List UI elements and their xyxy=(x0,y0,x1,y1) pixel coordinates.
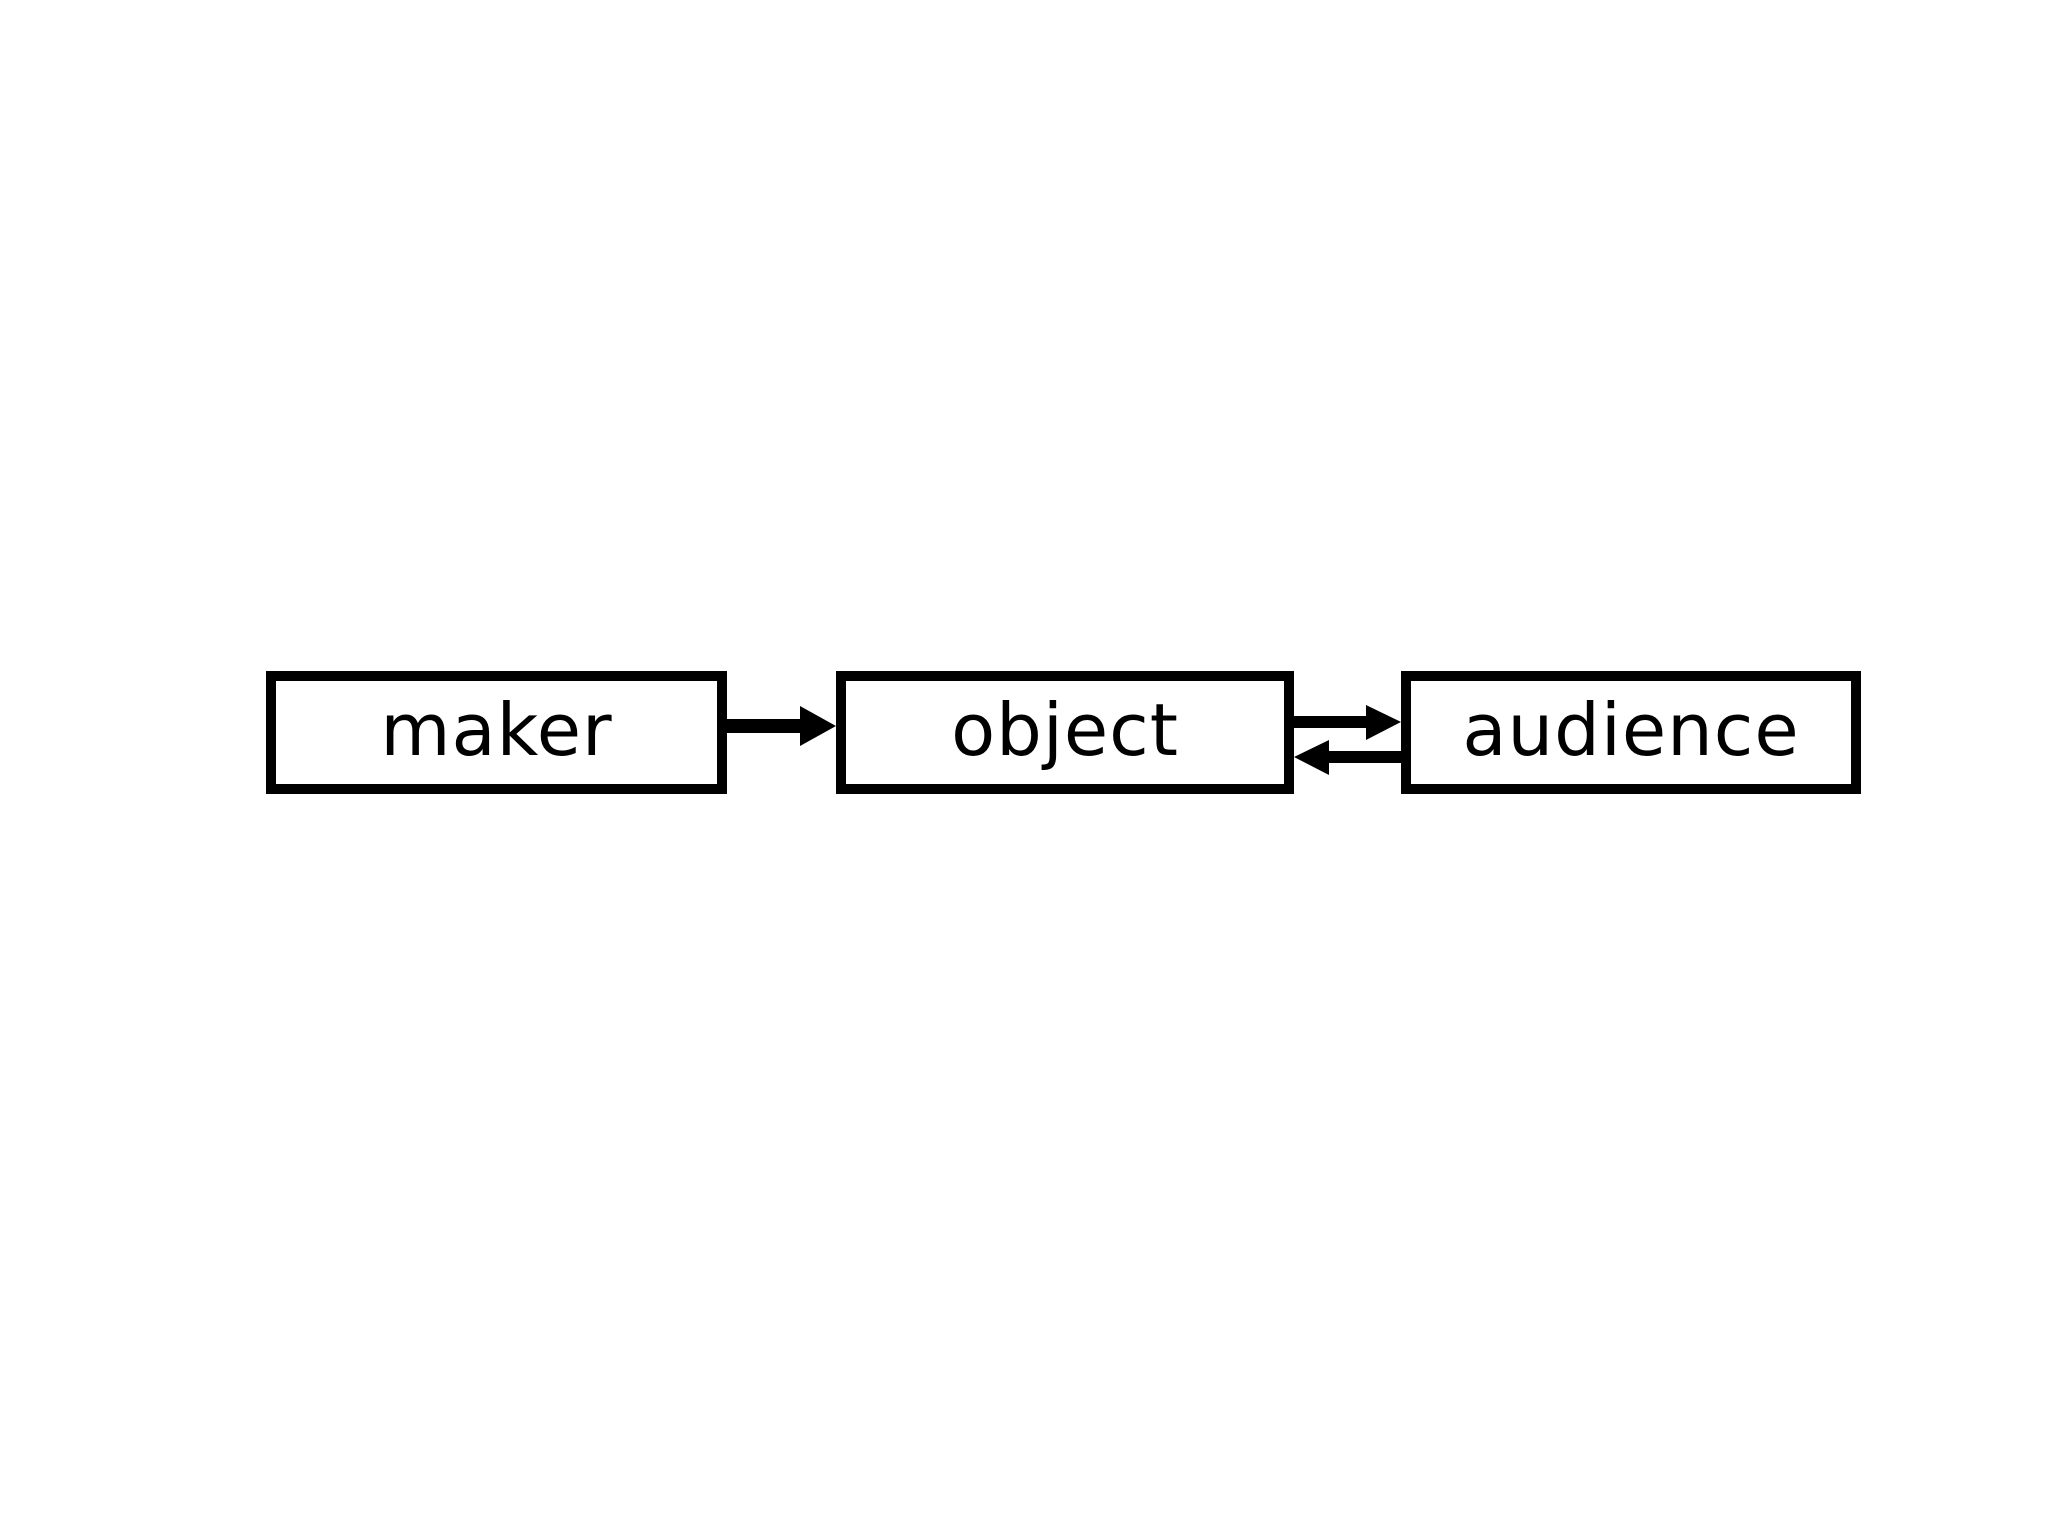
edge-maker-to-object xyxy=(727,706,836,746)
node-object: object xyxy=(836,671,1294,794)
node-object-label: object xyxy=(951,687,1179,772)
node-audience: audience xyxy=(1401,671,1861,794)
edge-object-to-audience xyxy=(1294,705,1401,740)
node-maker-label: maker xyxy=(380,687,613,772)
node-maker: maker xyxy=(266,671,727,794)
node-audience-label: audience xyxy=(1462,687,1800,772)
edge-audience-to-object xyxy=(1294,740,1401,775)
